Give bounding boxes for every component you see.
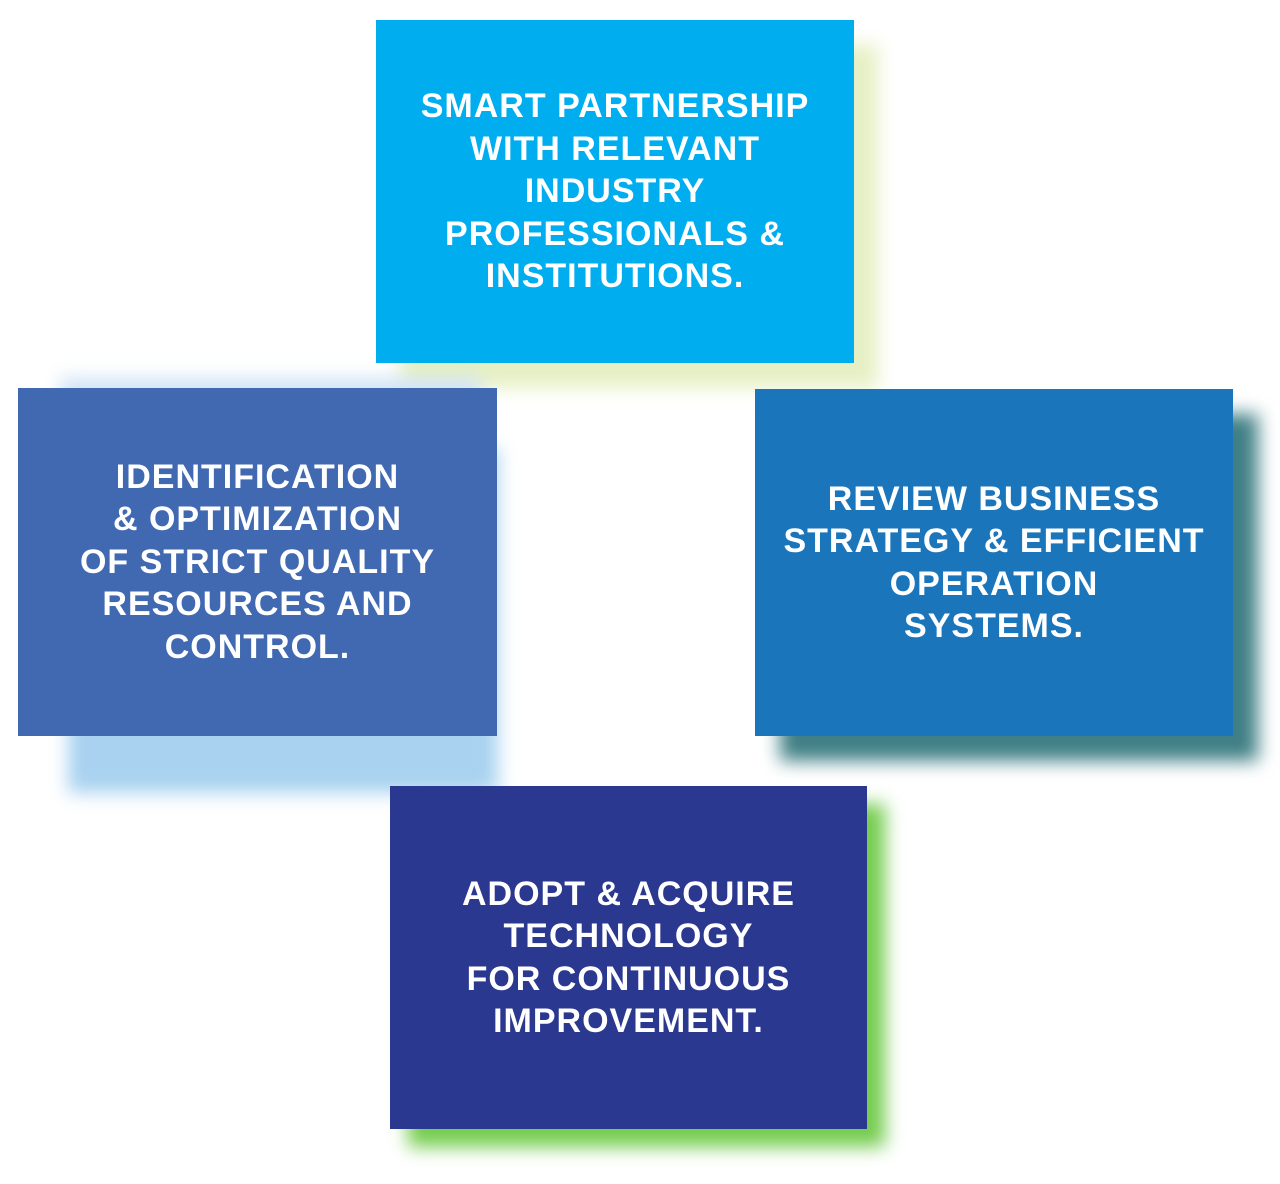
smart-partnership-text: SMART PARTNERSHIP WITH RELEVANT INDUSTRY… bbox=[420, 87, 810, 296]
adopt-technology-box: ADOPT & ACQUIRE TECHNOLOGY FOR CONTINUOU… bbox=[390, 786, 867, 1129]
review-business-strategy-text: REVIEW BUSINESS STRATEGY & EFFICIENT OPE… bbox=[783, 479, 1205, 646]
smart-partnership-box: SMART PARTNERSHIP WITH RELEVANT INDUSTRY… bbox=[376, 20, 854, 363]
identification-optimization-text: IDENTIFICATION & OPTIMIZATION OF STRICT … bbox=[79, 457, 436, 666]
adopt-technology-text: ADOPT & ACQUIRE TECHNOLOGY FOR CONTINUOU… bbox=[462, 874, 795, 1041]
identification-optimization-box: IDENTIFICATION & OPTIMIZATION OF STRICT … bbox=[18, 388, 497, 736]
review-business-strategy-box: REVIEW BUSINESS STRATEGY & EFFICIENT OPE… bbox=[755, 389, 1233, 736]
